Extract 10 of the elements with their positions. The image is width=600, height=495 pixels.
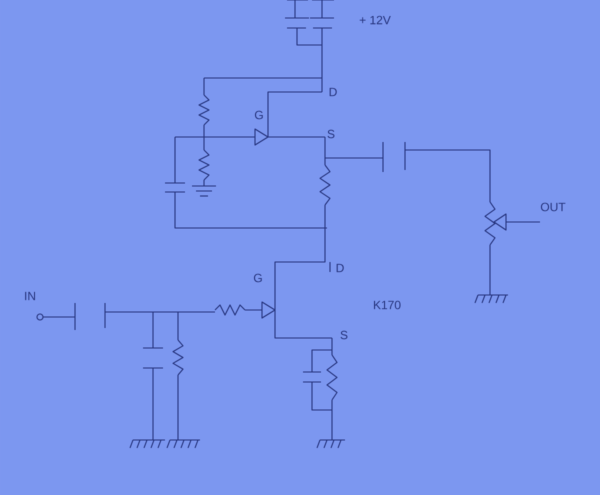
pin-label: + 12V <box>360 16 391 24</box>
pin-label: K170 <box>374 300 401 310</box>
pin-label: D <box>330 88 337 96</box>
pin-label: OUT <box>540 202 566 212</box>
pin-label: G <box>254 274 262 282</box>
pin-label: D <box>336 264 344 272</box>
pin-label: S <box>328 130 334 138</box>
pin-label: S <box>340 330 348 340</box>
pin-label: IN <box>25 292 36 300</box>
pin-label: G <box>254 110 263 120</box>
